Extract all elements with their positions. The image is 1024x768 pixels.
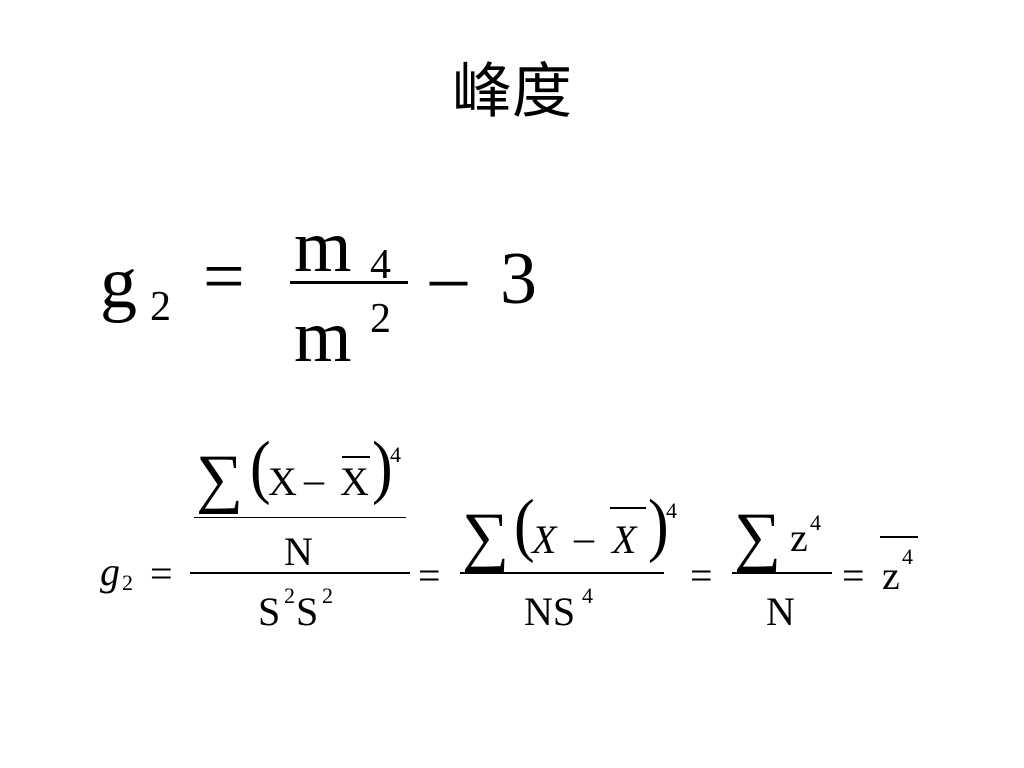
equals-sign: = bbox=[418, 553, 441, 598]
denominator-superscript: 2 bbox=[370, 296, 391, 342]
power-four: 4 bbox=[582, 583, 593, 608]
constant-three: 3 bbox=[500, 238, 537, 320]
sum-symbol: ∑ bbox=[462, 500, 510, 573]
inner-fraction-bar bbox=[194, 517, 406, 518]
squared: 2 bbox=[322, 583, 333, 608]
g-symbol: g bbox=[100, 242, 137, 324]
equals-sign: = bbox=[150, 551, 173, 596]
variable-z: z bbox=[882, 553, 900, 598]
variable-x-bar: X bbox=[340, 459, 369, 504]
left-paren: ( bbox=[514, 485, 535, 565]
numerator-subscript: 4 bbox=[370, 242, 391, 288]
denominator-m: m bbox=[294, 296, 352, 378]
power-four: 4 bbox=[902, 544, 913, 569]
variable-x: X bbox=[268, 459, 297, 504]
variable-x-bar: X bbox=[612, 517, 637, 562]
mean-overbar bbox=[342, 456, 370, 458]
ns-denominator: NS bbox=[524, 589, 576, 634]
variable-z: z bbox=[790, 515, 808, 560]
s-symbol: S bbox=[296, 589, 319, 634]
minus-sign: – bbox=[574, 515, 594, 560]
mean-overbar bbox=[880, 536, 918, 538]
n-denominator: N bbox=[766, 589, 795, 634]
mean-overbar bbox=[610, 507, 646, 509]
g-subscript: 2 bbox=[122, 570, 133, 595]
power-four: 4 bbox=[810, 510, 821, 535]
left-paren: ( bbox=[250, 427, 271, 507]
g-symbol: g bbox=[100, 549, 120, 594]
fraction-bar bbox=[732, 572, 832, 574]
g-subscript: 2 bbox=[150, 284, 171, 330]
equals-sign: = bbox=[842, 553, 865, 598]
s-symbol: S bbox=[258, 589, 281, 634]
right-paren: ) bbox=[648, 485, 669, 565]
main-fraction-bar bbox=[190, 572, 410, 574]
minus-sign: – bbox=[304, 457, 324, 502]
n-denominator: N bbox=[284, 529, 313, 574]
fraction-bar bbox=[460, 572, 664, 574]
minus-sign: – bbox=[430, 236, 467, 318]
equals-sign: = bbox=[690, 553, 713, 598]
power-four: 4 bbox=[666, 498, 677, 523]
right-paren: ) bbox=[372, 427, 393, 507]
power-four: 4 bbox=[390, 442, 401, 467]
variable-x: X bbox=[532, 517, 557, 562]
numerator-m: m bbox=[294, 206, 352, 288]
fraction-bar bbox=[290, 281, 408, 284]
sum-symbol: ∑ bbox=[196, 442, 244, 515]
page-title: 峰度 bbox=[452, 57, 572, 127]
squared: 2 bbox=[284, 583, 295, 608]
sum-symbol: ∑ bbox=[734, 500, 782, 573]
equals-sign: = bbox=[203, 236, 245, 318]
